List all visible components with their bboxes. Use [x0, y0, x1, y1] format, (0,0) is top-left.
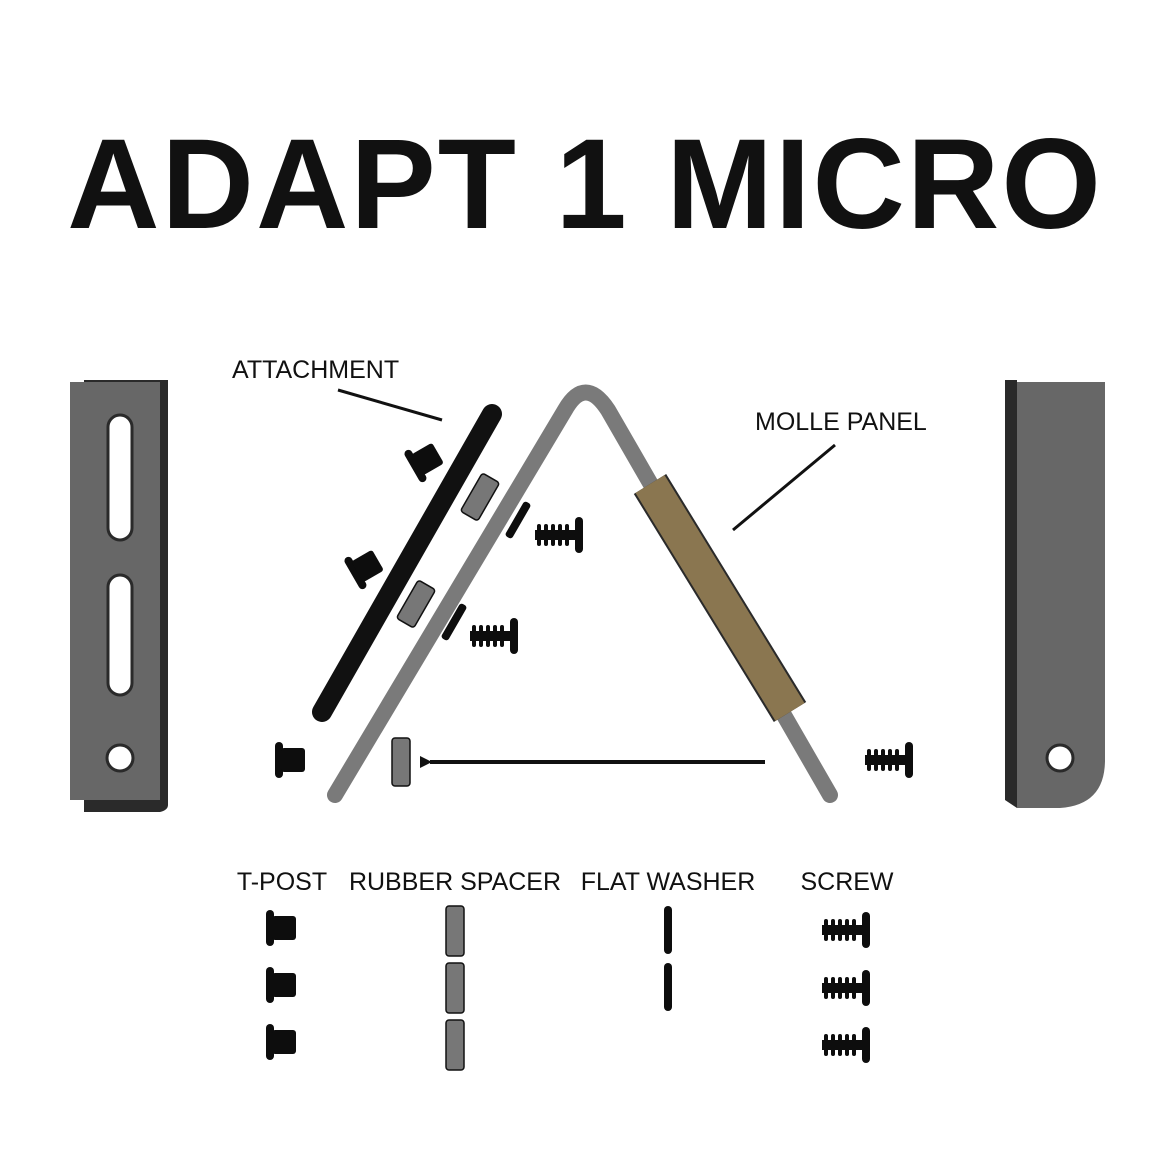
legend-flat-washer-label: FLAT WASHER: [581, 868, 756, 896]
molle-panel-label: MOLLE PANEL: [755, 408, 927, 436]
attachment-leader-line: [337, 388, 443, 422]
flat-washer-icon: [664, 906, 672, 954]
t-post-icon: [266, 967, 296, 1003]
t-post-icon: [266, 910, 296, 946]
rubber-spacer-icon: [396, 580, 436, 628]
legend-t-post-label: T-POST: [237, 868, 327, 896]
attachment-plate: [312, 404, 502, 722]
parts-legend: T-POST RUBBER SPACER FLAT WASHER SCREW: [237, 868, 894, 1071]
exploded-hardware: [275, 437, 913, 787]
screw-icon: [535, 517, 583, 553]
rubber-spacer-icon: [445, 1019, 465, 1071]
screw-icon: [470, 618, 518, 654]
legend-screw-label: SCREW: [800, 868, 893, 896]
screw-icon: [822, 970, 870, 1006]
t-post-icon: [343, 544, 387, 591]
left-mounting-bracket: [70, 380, 168, 812]
molle-panel-part: [327, 384, 838, 803]
attachment-label: ATTACHMENT: [232, 356, 399, 384]
t-post-icon: [403, 437, 447, 484]
rubber-spacer-icon: [460, 473, 500, 521]
rubber-spacer-icon: [391, 737, 411, 787]
screw-icon: [822, 912, 870, 948]
legend-rubber-spacer-label: RUBBER SPACER: [349, 868, 561, 896]
t-post-icon: [275, 742, 305, 778]
flat-washer-icon: [441, 603, 467, 641]
molle-panel-leader-line: [732, 443, 836, 532]
flat-washer-icon: [664, 963, 672, 1011]
t-post-icon: [266, 1024, 296, 1060]
rubber-spacer-icon: [445, 962, 465, 1014]
page-title: ADAPT 1 MICRO: [67, 113, 1103, 256]
right-mounting-bracket: [1005, 380, 1105, 808]
flat-washer-icon: [505, 501, 531, 539]
screw-icon: [865, 742, 913, 778]
rubber-spacer-icon: [445, 905, 465, 957]
screw-icon: [822, 1027, 870, 1063]
